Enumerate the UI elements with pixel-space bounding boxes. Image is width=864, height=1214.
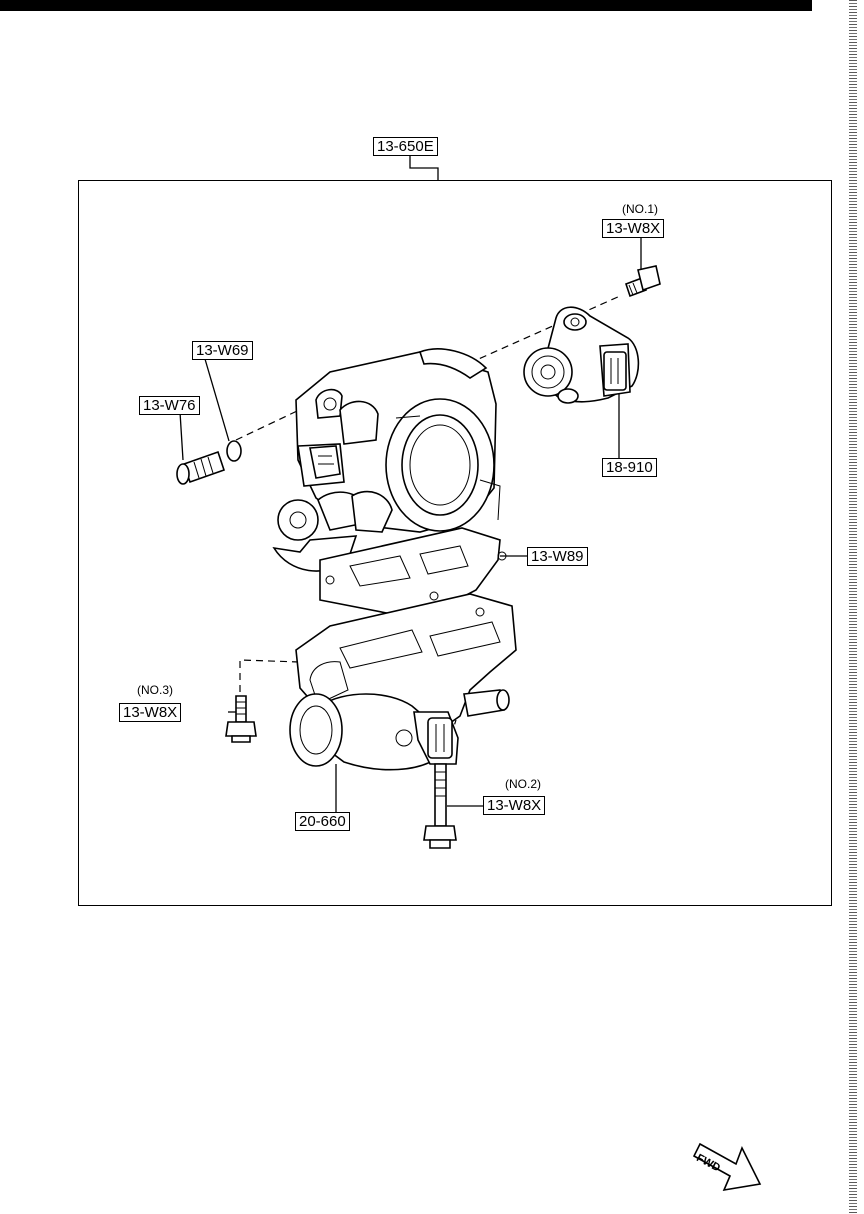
tp-sensor-screw-no1 <box>624 265 661 298</box>
tp-sensor-callout[interactable]: 18-910 <box>602 458 657 477</box>
gasket <box>319 527 507 617</box>
bolt-no2-callout[interactable]: 13-W8X <box>483 796 546 815</box>
header-rule <box>0 0 812 11</box>
gasket-callout[interactable]: 13-W89 <box>527 547 588 566</box>
o-ring-callout[interactable]: 13-W69 <box>192 341 253 360</box>
bolt-no2-note: (NO.2) <box>505 777 541 791</box>
tp-sensor-screw-note: (NO.1) <box>622 202 658 216</box>
bolt-no3 <box>225 695 257 743</box>
tp-sensor-screw-callout[interactable]: 13-W8X <box>602 219 665 238</box>
idle-air-control-valve <box>289 693 459 771</box>
leader-lines <box>179 154 642 812</box>
hose-nipple <box>463 689 510 717</box>
bolt-no3-callout[interactable]: 13-W8X <box>119 703 182 722</box>
throttle-body <box>272 348 501 572</box>
adjusting-screw <box>176 450 226 485</box>
o-ring <box>226 440 242 462</box>
bolt-no2 <box>423 763 457 849</box>
fwd-arrow-icon <box>692 1142 762 1192</box>
adjust-screw-callout[interactable]: 13-W76 <box>139 396 200 415</box>
assembly-frame <box>78 180 832 906</box>
page-edge-perforation <box>849 0 857 1214</box>
bolt-no3-note: (NO.3) <box>137 683 173 697</box>
assembly-callout[interactable]: 13-650E <box>373 137 438 156</box>
throttle-position-sensor <box>523 306 640 404</box>
iac-valve-callout[interactable]: 20-660 <box>295 812 350 831</box>
